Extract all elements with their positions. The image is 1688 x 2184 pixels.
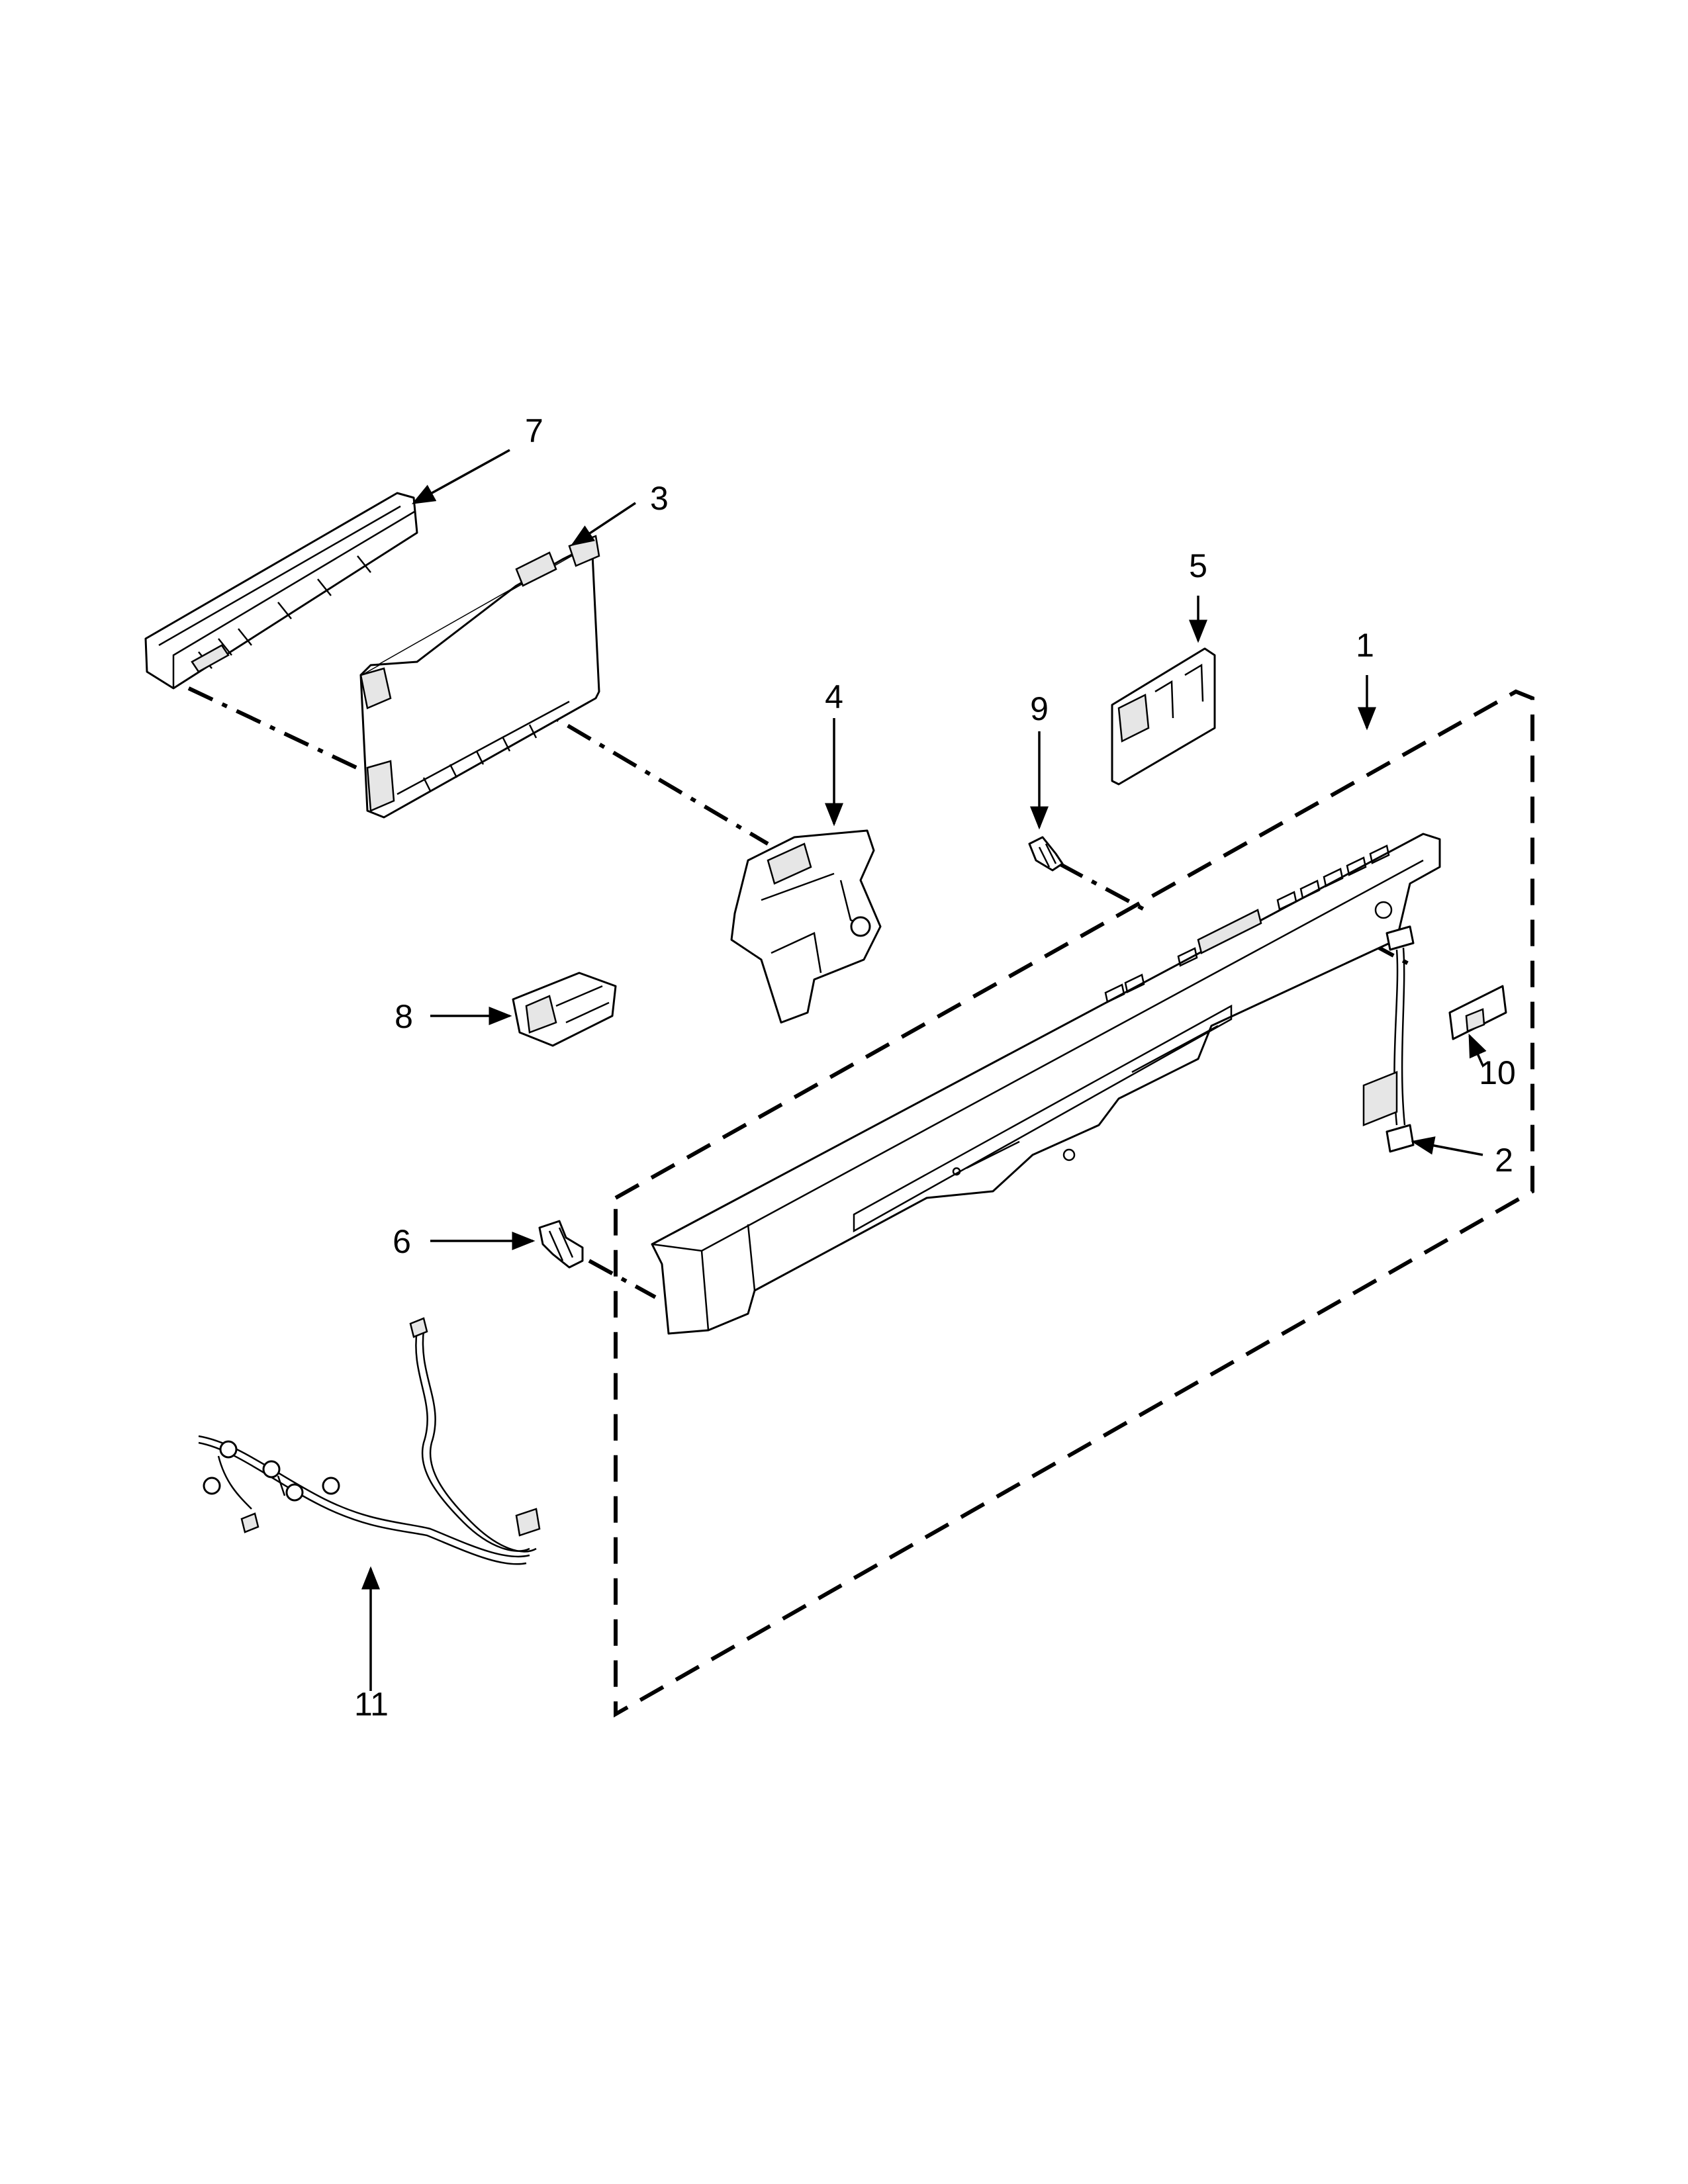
part-4-latch <box>730 829 882 1024</box>
part-11-wire-harness <box>198 1317 541 1565</box>
leader-3 <box>571 502 636 546</box>
callout-6: 6 <box>393 1223 411 1260</box>
leader-10 <box>1468 1033 1487 1066</box>
callout-9: 9 <box>1030 690 1049 727</box>
callout-7: 7 <box>525 412 543 449</box>
callout-labels: 7 3 5 1 4 9 8 10 2 6 11 <box>354 412 1516 1723</box>
leader-arrows <box>361 449 1487 1691</box>
part-3-control-board <box>359 535 600 819</box>
callout-3: 3 <box>650 480 669 517</box>
callout-5: 5 <box>1189 547 1207 584</box>
part-9-screw <box>1028 836 1064 872</box>
callout-1: 1 <box>1356 627 1374 664</box>
part-5-cover <box>1111 647 1216 786</box>
part-7-bracket <box>144 492 418 690</box>
part-1-control-panel <box>651 833 1441 1335</box>
leader-7 <box>411 449 510 504</box>
part-10-board <box>1448 985 1507 1040</box>
callout-8: 8 <box>395 998 413 1035</box>
callout-2: 2 <box>1495 1142 1513 1179</box>
callout-4: 4 <box>825 678 843 715</box>
assembly-boundary <box>614 689 1534 1718</box>
callout-10: 10 <box>1479 1054 1516 1091</box>
leader-2 <box>1411 1136 1483 1156</box>
callout-11: 11 <box>354 1686 389 1723</box>
part-8-clip <box>512 972 617 1047</box>
part-6-screw <box>538 1220 584 1269</box>
